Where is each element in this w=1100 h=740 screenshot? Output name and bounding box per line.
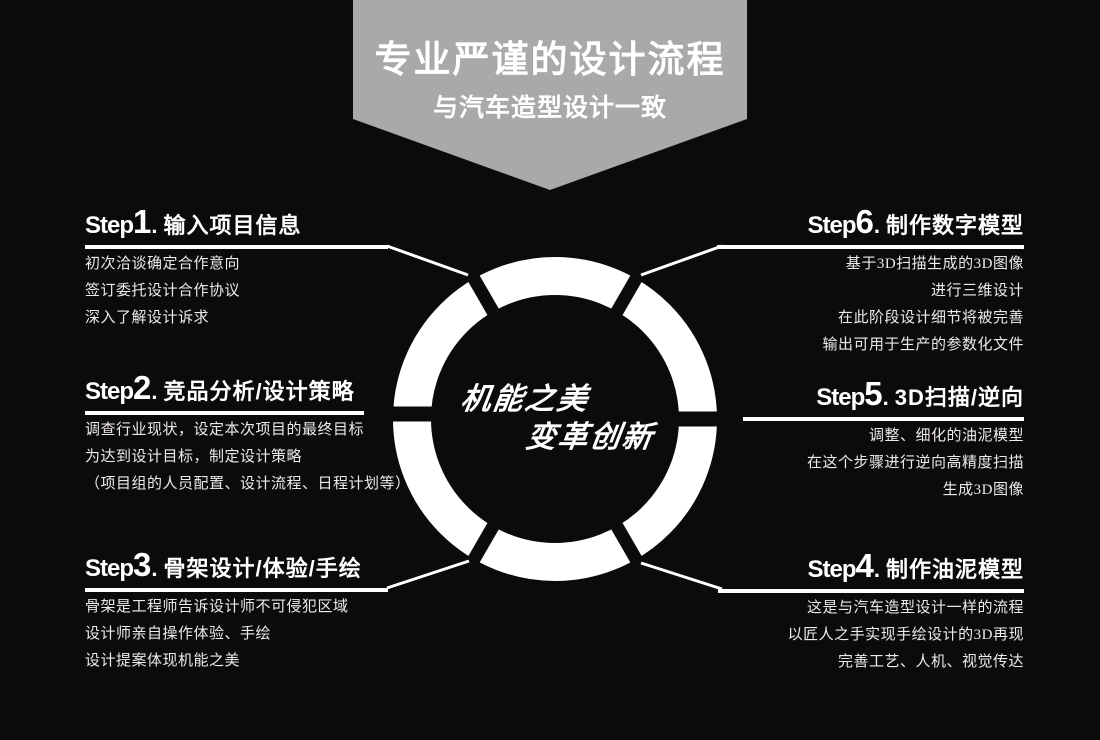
connector-line-step4 bbox=[640, 561, 723, 591]
connector-line-step3 bbox=[386, 559, 470, 590]
step-title-text: 骨架设计/体验/手绘 bbox=[163, 556, 362, 581]
step-label: Step bbox=[85, 378, 134, 405]
step-title-text: 制作油泥模型 bbox=[885, 557, 1024, 582]
step-title-text: 3D扫描/逆向 bbox=[894, 385, 1024, 410]
step1-details: 初次洽谈确定合作意向 签订委托设计合作协议 深入了解设计诉求 bbox=[85, 251, 388, 332]
step4-title: Step4.制作油泥模型 bbox=[718, 547, 1024, 585]
ring-gap-300 bbox=[603, 509, 651, 579]
process-ring bbox=[366, 257, 744, 581]
detail-line: 设计提案体现机能之美 bbox=[85, 653, 241, 669]
banner-pennant-shape bbox=[353, 0, 747, 190]
ring-gap-240 bbox=[459, 509, 507, 579]
step-title-text: 输入项目信息 bbox=[163, 213, 302, 238]
step-separator: . bbox=[151, 213, 158, 238]
step4-block: Step4.制作油泥模型 这是与汽车造型设计一样的流程 以匠人之手实现手绘设计的… bbox=[718, 547, 1024, 676]
connector-line-step6 bbox=[640, 244, 723, 277]
step3-details: 骨架是工程师告诉设计师不可侵犯区域 设计师亲自操作体验、手绘 设计提案体现机能之… bbox=[85, 594, 388, 675]
step-number: 2 bbox=[133, 369, 152, 406]
step-number: 1 bbox=[133, 203, 152, 240]
detail-line: 初次洽谈确定合作意向 bbox=[85, 256, 241, 272]
detail-line: 在这个步骤进行逆向高精度扫描 bbox=[806, 455, 1024, 471]
ring-gap-60 bbox=[603, 259, 651, 329]
step-title-text: 制作数字模型 bbox=[885, 213, 1024, 238]
center-slogan-line1: 机能之美 bbox=[458, 383, 592, 416]
step3-underline bbox=[85, 588, 388, 592]
detail-line: 签订委托设计合作协议 bbox=[85, 283, 241, 299]
step2-details: 调查行业现状，设定本次项目的最终目标 为达到设计目标，制定设计策略 （项目组的人… bbox=[85, 417, 411, 498]
step5-title: Step5.3D扫描/逆向 bbox=[743, 375, 1024, 413]
detail-line: 完善工艺、人机、视觉传达 bbox=[837, 654, 1024, 670]
detail-line: 基于3D扫描生成的3D图像 bbox=[845, 256, 1024, 272]
step-number: 3 bbox=[133, 546, 152, 583]
step6-block: Step6.制作数字模型 基于3D扫描生成的3D图像 进行三维设计 在此阶段设计… bbox=[717, 203, 1024, 359]
step-separator: . bbox=[873, 213, 880, 238]
step6-details: 基于3D扫描生成的3D图像 进行三维设计 在此阶段设计细节将被完善 输出可用于生… bbox=[717, 251, 1024, 359]
step1-block: Step1.输入项目信息 初次洽谈确定合作意向 签订委托设计合作协议 深入了解设… bbox=[85, 203, 388, 332]
detail-line: 以匠人之手实现手绘设计的3D再现 bbox=[787, 627, 1024, 643]
step-number: 4 bbox=[855, 547, 874, 584]
step-label: Step bbox=[807, 212, 856, 239]
step4-details: 这是与汽车造型设计一样的流程 以匠人之手实现手绘设计的3D再现 完善工艺、人机、… bbox=[718, 595, 1024, 676]
step-label: Step bbox=[85, 555, 134, 582]
detail-line: 在此阶段设计细节将被完善 bbox=[837, 310, 1024, 326]
step2-title: Step2.竞品分析/设计策略 bbox=[85, 369, 364, 407]
step2-underline bbox=[85, 411, 364, 415]
step5-underline bbox=[743, 417, 1024, 421]
step6-underline bbox=[717, 245, 1024, 249]
step2-block: Step2.竞品分析/设计策略 调查行业现状，设定本次项目的最终目标 为达到设计… bbox=[85, 369, 411, 498]
center-slogan-line2: 变革创新 bbox=[523, 421, 657, 454]
step-label: Step bbox=[85, 212, 134, 239]
detail-line: 输出可用于生产的参数化文件 bbox=[822, 337, 1024, 353]
detail-line: 骨架是工程师告诉设计师不可侵犯区域 bbox=[85, 599, 349, 615]
detail-line: 生成3D图像 bbox=[942, 482, 1024, 498]
connector-line-step1 bbox=[386, 244, 469, 277]
step-separator: . bbox=[151, 379, 158, 404]
step-number: 6 bbox=[855, 203, 874, 240]
banner-subtitle: 与汽车造型设计一致 bbox=[432, 94, 667, 122]
step3-title: Step3.骨架设计/体验/手绘 bbox=[85, 546, 388, 584]
step-separator: . bbox=[873, 557, 880, 582]
step6-title: Step6.制作数字模型 bbox=[717, 203, 1024, 241]
detail-line: 深入了解设计诉求 bbox=[85, 310, 210, 326]
step3-block: Step3.骨架设计/体验/手绘 骨架是工程师告诉设计师不可侵犯区域 设计师亲自… bbox=[85, 546, 388, 675]
step1-underline bbox=[85, 245, 388, 249]
detail-line: （项目组的人员配置、设计流程、日程计划等） bbox=[85, 476, 411, 492]
detail-line: 进行三维设计 bbox=[930, 283, 1024, 299]
step-label: Step bbox=[816, 384, 865, 411]
detail-line: 调查行业现状，设定本次项目的最终目标 bbox=[85, 422, 365, 438]
detail-line: 为达到设计目标，制定设计策略 bbox=[85, 449, 303, 465]
ring-annulus bbox=[393, 257, 717, 581]
step1-title: Step1.输入项目信息 bbox=[85, 203, 388, 241]
step5-details: 调整、细化的油泥模型 在这个步骤进行逆向高精度扫描 生成3D图像 bbox=[743, 423, 1024, 504]
step-separator: . bbox=[882, 385, 889, 410]
detail-line: 调整、细化的油泥模型 bbox=[868, 428, 1024, 444]
step-title-text: 竞品分析/设计策略 bbox=[163, 379, 355, 404]
ring-gap-120 bbox=[459, 259, 507, 329]
step-label: Step bbox=[807, 556, 856, 583]
banner-title: 专业严谨的设计流程 bbox=[374, 39, 726, 80]
step5-block: Step5.3D扫描/逆向 调整、细化的油泥模型 在这个步骤进行逆向高精度扫描 … bbox=[743, 375, 1024, 504]
step-number: 5 bbox=[864, 375, 883, 412]
step4-underline bbox=[718, 589, 1024, 593]
detail-line: 设计师亲自操作体验、手绘 bbox=[85, 626, 272, 642]
step-separator: . bbox=[151, 556, 158, 581]
detail-line: 这是与汽车造型设计一样的流程 bbox=[806, 600, 1024, 616]
